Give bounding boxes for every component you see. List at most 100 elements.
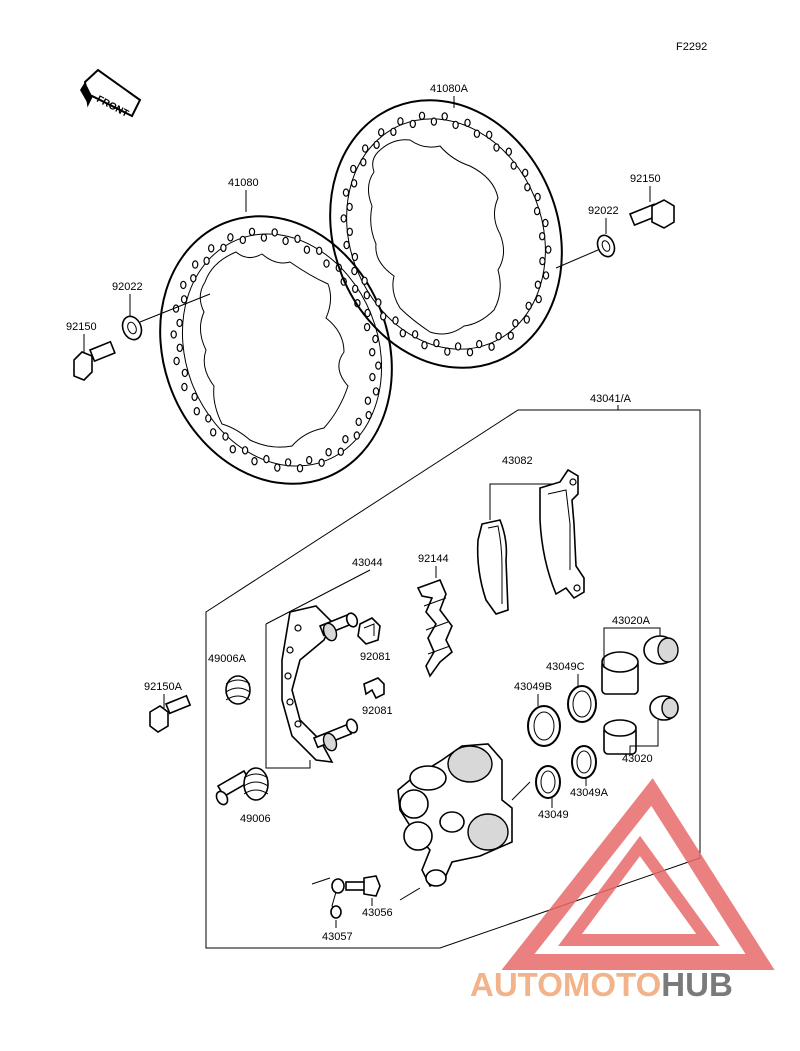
vent-hole: [346, 227, 353, 236]
vent-hole: [318, 458, 325, 467]
vent-hole: [464, 118, 471, 128]
vent-hole: [239, 235, 246, 245]
vent-hole: [390, 127, 397, 136]
vent-hole: [372, 387, 380, 396]
vent-hole: [411, 330, 419, 339]
vent-hole: [441, 112, 448, 121]
vent-hole: [364, 396, 372, 405]
vent-hole: [316, 246, 323, 255]
vent-hole: [372, 334, 379, 344]
label-92144: 92144: [418, 553, 449, 565]
vent-hole: [486, 130, 493, 139]
vent-hole: [392, 316, 399, 325]
vent-hole: [525, 301, 532, 310]
vent-hole: [522, 168, 529, 177]
vent-hole: [493, 143, 500, 152]
vent-hole: [180, 295, 188, 304]
vent-hole: [181, 382, 188, 392]
vent-hole: [360, 157, 367, 167]
vent-hole: [352, 284, 359, 293]
vent-hole: [542, 271, 550, 280]
vent-hole: [193, 407, 200, 416]
vent-hole: [306, 455, 313, 465]
vent-hole: [452, 120, 459, 130]
vent-hole: [274, 463, 281, 472]
label-43049B: 43049B: [514, 681, 552, 693]
vent-hole: [209, 428, 217, 437]
vent-hole: [399, 329, 406, 338]
vent-hole: [369, 372, 376, 382]
vent-hole: [340, 214, 347, 223]
vent-hole: [512, 319, 519, 328]
vent-hole: [355, 417, 362, 426]
vent-hole: [173, 356, 180, 366]
vent-hole: [507, 331, 514, 340]
vent-hole: [294, 234, 301, 243]
brake-disc-41080: [159, 215, 393, 485]
label-43056: 43056: [362, 907, 393, 919]
vent-hole: [539, 231, 546, 241]
vent-hole: [342, 188, 350, 197]
vent-hole: [542, 218, 549, 228]
vent-hole: [282, 236, 289, 246]
vent-hole: [181, 368, 189, 378]
label-43044: 43044: [352, 557, 383, 569]
vent-hole: [369, 348, 376, 357]
vent-hole: [539, 256, 546, 266]
seal-43049: [535, 765, 561, 799]
vent-hole: [524, 182, 531, 192]
vent-hole: [473, 129, 481, 138]
slide-pin-49006: [215, 767, 269, 806]
vent-hole: [488, 342, 495, 351]
vent-hole: [534, 192, 541, 202]
label-43020: 43020: [622, 753, 653, 765]
seal-43049B: [527, 705, 561, 747]
label-92081-a: 92081: [360, 651, 391, 663]
label-92081-b: 92081: [362, 705, 393, 717]
washer-92022-left: [121, 315, 143, 341]
vent-hole: [205, 414, 212, 423]
vent-hole: [263, 454, 270, 464]
vent-hole: [351, 266, 358, 276]
vent-hole: [421, 341, 428, 350]
vent-hole: [229, 445, 236, 454]
vent-hole: [260, 233, 268, 242]
vent-hole: [176, 343, 183, 352]
label-41080A: 41080A: [430, 83, 469, 95]
clip-92081-a: [357, 617, 381, 645]
vent-hole: [510, 161, 517, 170]
watermark-part1: AUTOMOTO: [470, 966, 661, 1003]
vent-hole: [365, 410, 372, 420]
vent-hole: [397, 117, 404, 126]
figure-code: F2292: [676, 41, 707, 53]
boot-49006A: [225, 675, 251, 705]
piston-43020A: [601, 635, 679, 695]
label-43041A: 43041/A: [590, 393, 632, 405]
vent-hole: [203, 256, 210, 265]
bolt-92150A: [149, 694, 192, 733]
piston-43020: [603, 695, 679, 755]
vent-hole: [363, 322, 371, 332]
vent-hole: [227, 233, 234, 242]
vent-hole: [170, 330, 177, 339]
vent-hole: [180, 280, 187, 290]
vent-hole: [361, 276, 368, 285]
bleeder-cap-43057: [330, 878, 345, 919]
vent-hole: [409, 119, 416, 129]
vent-hole: [296, 464, 304, 473]
vent-hole: [466, 348, 474, 357]
vent-hole: [350, 164, 357, 174]
vent-hole: [495, 332, 502, 341]
vent-hole: [433, 338, 440, 348]
front-arrow-icon: FRONT: [80, 68, 142, 120]
label-49006: 49006: [240, 813, 271, 825]
vent-hole: [353, 431, 360, 440]
label-43049: 43049: [538, 809, 569, 821]
vent-hole: [271, 228, 278, 237]
washer-92022-right: [596, 234, 616, 258]
vent-hole: [535, 294, 542, 304]
label-43020A: 43020A: [612, 615, 651, 627]
label-43057: 43057: [322, 931, 353, 943]
label-43049A: 43049A: [570, 787, 609, 799]
vent-hole: [191, 260, 199, 269]
